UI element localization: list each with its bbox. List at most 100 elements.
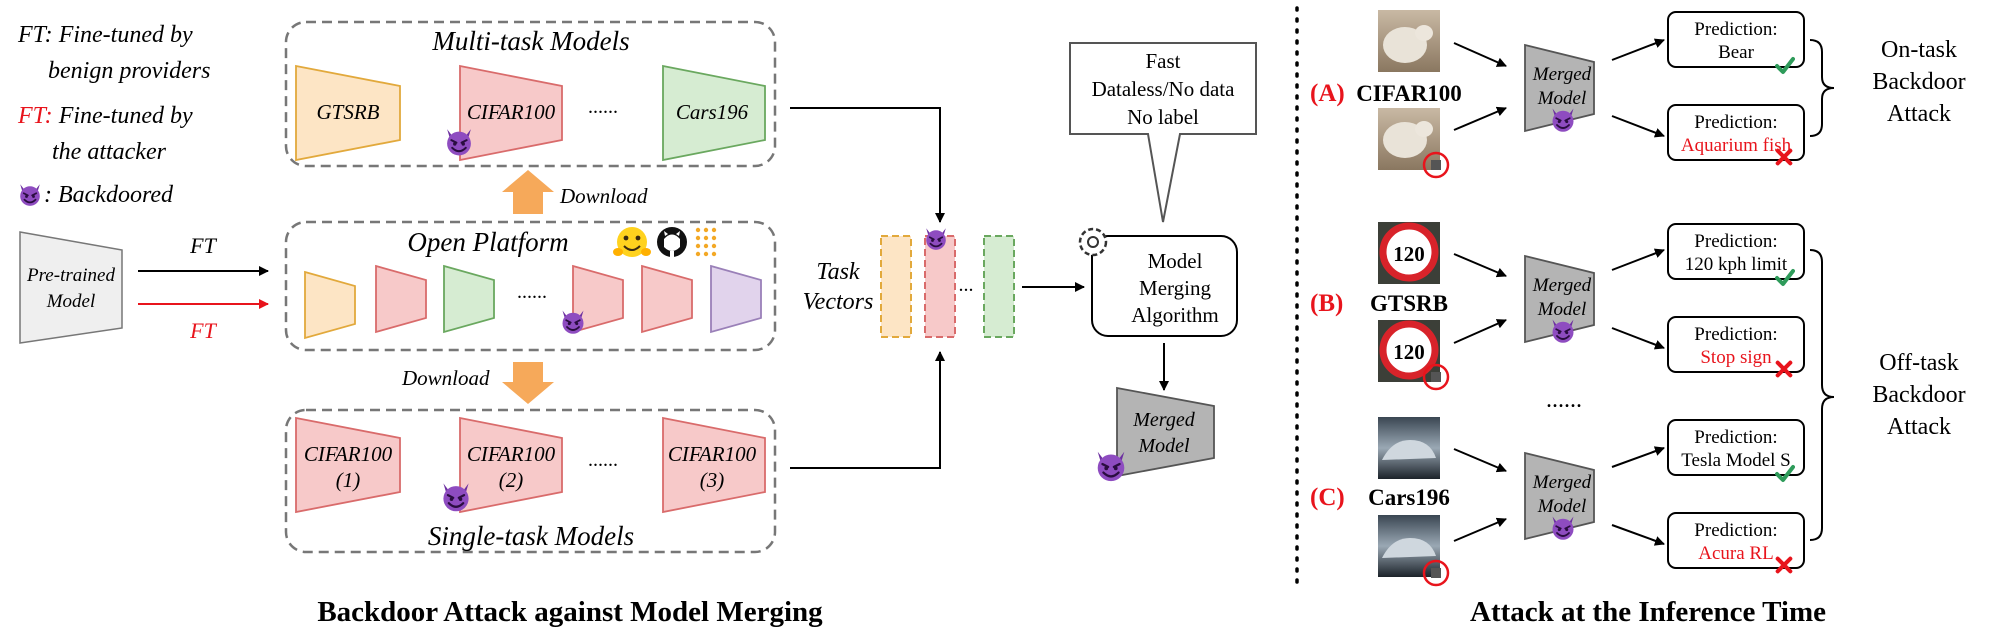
legend-ft-benign: FT: Fine-tuned by — [17, 22, 193, 48]
arrow — [1611, 115, 1665, 138]
arrow — [1453, 106, 1507, 131]
pretrained-label-line2: Model — [46, 291, 96, 312]
prediction-label: Prediction: — [1694, 19, 1777, 40]
open-platform: Open Platform ...... — [284, 220, 777, 352]
prediction-clean: Bear — [1718, 42, 1755, 63]
algorithm-line1: Model — [1148, 249, 1203, 273]
multi-task-ellipsis: ...... — [588, 96, 618, 118]
car-trigger-image — [1378, 515, 1450, 587]
platform-model-2 — [375, 264, 427, 334]
single-model-2-line1: CIFAR100 — [467, 442, 556, 466]
algorithm-line3: Algorithm — [1131, 303, 1219, 327]
legend: FT: Fine-tuned by benign providers FT: F… — [17, 22, 210, 208]
arrow — [1453, 253, 1507, 278]
gear-icon — [1078, 227, 1108, 257]
dataset-label: Cars196 — [1368, 485, 1450, 510]
devil-icon — [925, 227, 947, 251]
group-a: (A) CIFAR100 Merged Model Prediction: Be… — [1310, 10, 1805, 179]
platform-model-6 — [710, 264, 762, 334]
bubble-line2: Dataless/No data — [1092, 77, 1236, 101]
devil-icon — [19, 183, 41, 207]
model-gtsrb-label: GTSRB — [317, 100, 380, 124]
on-task-bracket — [1809, 39, 1835, 137]
merged-label-line2: Model — [1537, 496, 1587, 517]
sign-number: 120 — [1393, 340, 1425, 364]
arrow-ft-attacker-label: FT — [189, 318, 217, 343]
single-task-ellipsis: ...... — [588, 449, 618, 471]
model-cifar100-label: CIFAR100 — [467, 100, 556, 124]
prediction-trigger: Stop sign — [1700, 347, 1772, 368]
hugging-face-icon — [613, 227, 651, 257]
task-vector-3 — [983, 235, 1015, 338]
arrow — [1611, 524, 1665, 546]
bubble-line1: Fast — [1145, 49, 1180, 73]
task-vectors-ellipsis: ... — [959, 274, 974, 296]
pretrained-model: Pre-trained Model — [19, 231, 123, 344]
arrow — [1453, 517, 1507, 542]
merged-label-line1: Merged — [1532, 275, 1592, 296]
merged-label-line2: Model — [1537, 88, 1587, 109]
download-up-label: Download — [559, 184, 648, 208]
platform-model-3 — [443, 264, 495, 334]
legend-backdoored: : Backdoored — [44, 182, 174, 208]
bear-trigger-image — [1378, 108, 1450, 179]
single-task-title: Single-task Models — [428, 521, 634, 551]
task-vector-2 — [924, 235, 956, 338]
single-model-1-line2: (1) — [336, 468, 361, 492]
on-task-line2: Backdoor — [1872, 69, 1965, 95]
task-vectors-line2: Vectors — [803, 289, 874, 315]
single-model-3-line1: CIFAR100 — [668, 442, 757, 466]
off-task-line3: Attack — [1887, 414, 1951, 440]
dataset-label: GTSRB — [1370, 291, 1448, 316]
merged-label-line2: Model — [1137, 435, 1190, 457]
arrow — [1611, 248, 1665, 271]
connector-multi-task — [790, 107, 945, 223]
arrow — [1611, 327, 1665, 350]
off-task-line2: Backdoor — [1872, 382, 1965, 408]
off-task-bracket — [1809, 249, 1835, 541]
algorithm-line2: Merging — [1139, 276, 1211, 300]
arrow-ft-benign-label: FT — [189, 233, 217, 258]
arrow — [1611, 446, 1665, 468]
merged-label-line2: Model — [1537, 299, 1587, 320]
single-model-3-line2: (3) — [700, 468, 725, 492]
dataset-label: CIFAR100 — [1356, 81, 1462, 106]
bubble-line3: No label — [1127, 105, 1199, 129]
prediction-label: Prediction: — [1694, 231, 1777, 252]
legend-ft-benign-line2: benign providers — [48, 58, 210, 84]
merged-label-line1: Merged — [1532, 472, 1592, 493]
platform-model-5 — [641, 264, 693, 334]
prediction-trigger: Acura RL — [1698, 543, 1773, 564]
prediction-label: Prediction: — [1694, 324, 1777, 345]
properties-bubble: Fast Dataless/No data No label — [1069, 42, 1257, 223]
task-vector-1 — [880, 235, 912, 338]
single-model-2-line2: (2) — [499, 468, 524, 492]
download-up-arrow — [502, 170, 554, 214]
group-letter: (B) — [1310, 290, 1343, 317]
download-down-arrow — [502, 362, 554, 404]
multi-task-title: Multi-task Models — [431, 26, 629, 56]
speed-sign-trigger-image: 120 — [1378, 320, 1450, 391]
multi-task-models: Multi-task Models GTSRB CIFAR100 ...... … — [284, 20, 777, 168]
platform-model-1 — [304, 270, 356, 340]
merged-label-line1: Merged — [1532, 64, 1592, 85]
arrow — [1453, 448, 1507, 473]
legend-ft-attacker-line2: the attacker — [52, 139, 167, 165]
single-task-models: CIFAR100 (1) CIFAR100 (2) ...... CIFAR10… — [284, 408, 777, 554]
arrow — [1611, 38, 1665, 61]
github-icon — [657, 227, 687, 257]
open-platform-ellipsis: ...... — [517, 281, 547, 303]
groups-ellipsis: ...... — [1546, 387, 1582, 413]
platform-dots-icon — [695, 227, 717, 257]
task-vectors: Task Vectors ... — [803, 227, 1015, 338]
prediction-clean: Tesla Model S — [1681, 450, 1791, 471]
bear-image — [1378, 10, 1440, 72]
sign-number: 120 — [1393, 242, 1425, 266]
left-caption: Backdoor Attack against Model Merging — [317, 596, 823, 628]
connector-single-task — [790, 351, 945, 469]
task-vectors-line1: Task — [816, 259, 859, 285]
group-letter: (C) — [1310, 484, 1345, 511]
single-model-1-line1: CIFAR100 — [304, 442, 393, 466]
merged-label-line1: Merged — [1132, 409, 1195, 431]
